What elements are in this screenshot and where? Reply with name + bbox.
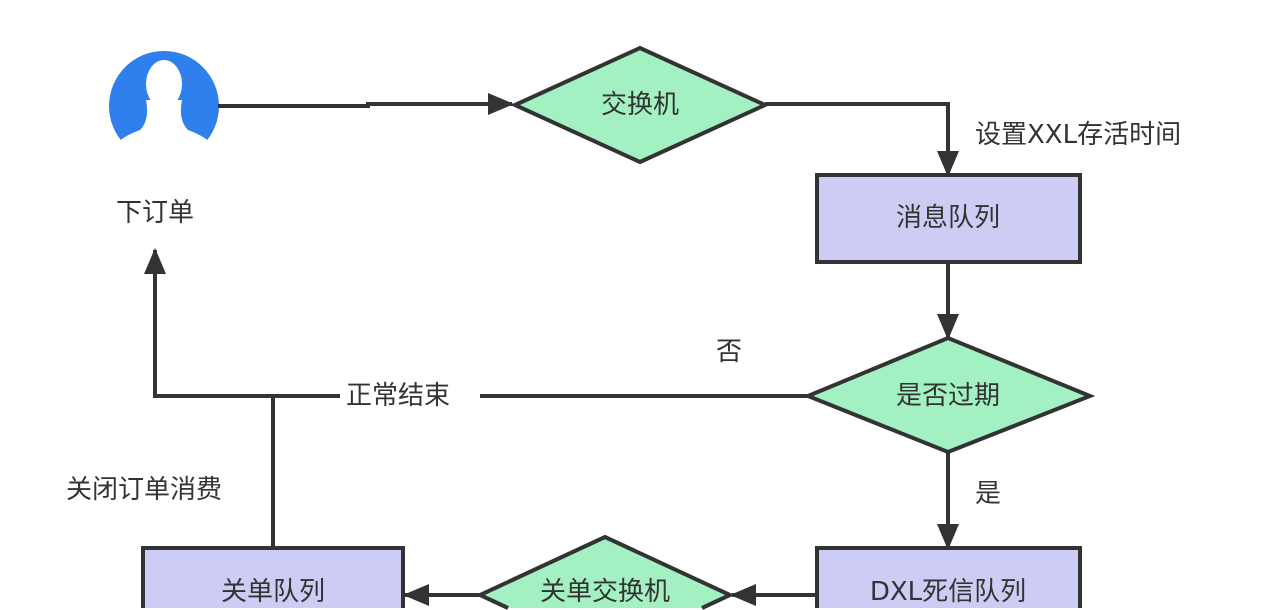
message-queue-node: 消息队列 <box>815 173 1082 264</box>
close-order-consume-label: 关闭订单消费 <box>66 475 222 505</box>
exchange-label: 交换机 <box>601 90 679 120</box>
no-label: 否 <box>716 337 742 367</box>
yes-label: 是 <box>975 479 1001 509</box>
edge-check-end <box>144 248 808 398</box>
edge-user-exchange <box>218 93 514 115</box>
edge-exchange-queue <box>765 102 959 177</box>
close-queue-label: 关单队列 <box>221 577 325 607</box>
exchange-node: 交换机 <box>510 45 770 165</box>
message-queue-label: 消息队列 <box>896 203 1000 233</box>
close-exchange-label: 关单交换机 <box>540 577 670 607</box>
edges <box>144 93 959 606</box>
dead-letter-queue-node: DXL死信队列 <box>815 546 1082 608</box>
close-queue-node: 关单队列 <box>141 546 405 608</box>
expired-check-node: 是否过期 <box>802 335 1096 455</box>
dead-letter-queue-label: DXL死信队列 <box>870 577 1026 607</box>
close-exchange-node: 关单交换机 <box>475 534 735 610</box>
user-avatar-icon <box>109 51 219 179</box>
user-label: 下订单 <box>116 198 194 228</box>
set-ttl-label: 设置XXL存活时间 <box>975 120 1181 150</box>
normal-end-label: 正常结束 <box>346 381 450 411</box>
expired-check-label: 是否过期 <box>896 381 1000 411</box>
